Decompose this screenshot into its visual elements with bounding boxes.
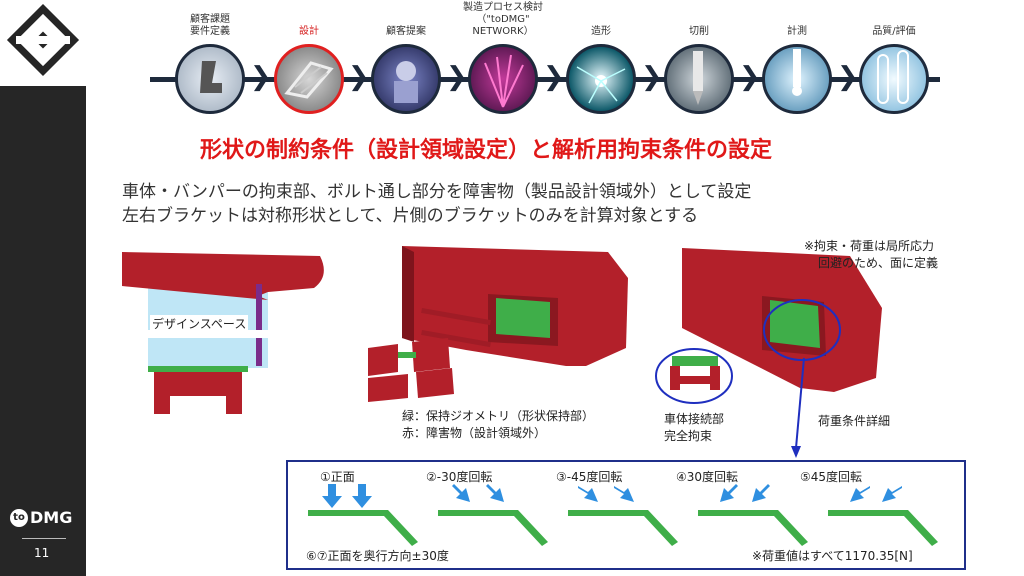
vehicle-joint-label: 車体接続部 bbox=[664, 412, 725, 426]
brand-prefix: to bbox=[10, 508, 28, 527]
chevron-right-icon: ❯ bbox=[739, 62, 761, 92]
load-cases-panel bbox=[286, 460, 966, 570]
sidebar: to DMG 11 bbox=[0, 0, 86, 576]
process-line bbox=[150, 77, 940, 82]
bracket-photo-icon bbox=[175, 44, 245, 114]
process-step-measurement: 計測 bbox=[752, 0, 842, 38]
design-space-label: デザインスペース bbox=[150, 315, 249, 334]
load-case-2-diagram bbox=[438, 484, 548, 546]
slide-title: 形状の制約条件（設計領域設定）と解析用拘束条件の設定 bbox=[200, 138, 773, 163]
chevron-right-icon: ❯ bbox=[837, 62, 859, 92]
legend-green: 緑：保持ジオメトリ（形状保持部） bbox=[402, 409, 595, 423]
legend-red: 赤：障害物（設計領域外） bbox=[402, 426, 547, 440]
process-step-design: 設計 bbox=[264, 0, 354, 38]
vehicle-joint-callout bbox=[655, 348, 733, 404]
process-step-fabrication: 造形 bbox=[556, 0, 646, 38]
load-note-line-1: ※拘束・荷重は局所応力 bbox=[804, 239, 935, 253]
divider bbox=[22, 538, 66, 539]
description-line: 車体・バンパーの拘束部、ボルト通し部分を障害物（製品設計領域外）として設定 bbox=[122, 182, 752, 202]
description: 車体・バンパーの拘束部、ボルト通し部分を障害物（製品設計領域外）として設定 左右… bbox=[122, 180, 751, 228]
laser-icon bbox=[566, 44, 636, 114]
load-case-4-diagram bbox=[698, 484, 808, 546]
test-tubes-icon bbox=[859, 44, 929, 114]
brand-logo: to DMG bbox=[10, 508, 72, 527]
load-case-label: ②-30度回転 bbox=[426, 470, 493, 484]
load-footer-left: ⑥⑦正面を奥行方向±30度 bbox=[306, 549, 449, 563]
load-case-1-diagram bbox=[308, 484, 418, 546]
chevron-right-icon: ❯ bbox=[543, 62, 565, 92]
load-case-label: ③-45度回転 bbox=[556, 470, 623, 484]
chevron-right-icon: ❯ bbox=[250, 62, 272, 92]
load-footer-right: ※荷重値はすべて1170.35[N] bbox=[752, 549, 913, 563]
load-case-label: ⑤45度回転 bbox=[800, 470, 863, 484]
load-detail-label: 荷重条件詳細 bbox=[818, 414, 891, 428]
load-note-line-2: 回避のため、面に定義 bbox=[818, 256, 939, 270]
load-case-5-diagram bbox=[828, 486, 938, 546]
diamond-logo-icon bbox=[6, 3, 80, 77]
probe-icon bbox=[762, 44, 832, 114]
company-logo bbox=[0, 0, 86, 86]
bumper-model-diagram bbox=[368, 246, 628, 402]
vr-user-icon bbox=[371, 44, 441, 114]
lattice-part-icon bbox=[274, 44, 344, 114]
step-label: 顧客提案 bbox=[386, 26, 426, 37]
load-case-label: ④30度回転 bbox=[676, 470, 739, 484]
step-label: 顧客課題 要件定義 bbox=[190, 14, 230, 37]
step-label: 製造プロセス検討 （"toDMG" NETWORK） bbox=[463, 2, 543, 37]
load-case-3-diagram bbox=[568, 486, 678, 546]
step-label: 品質/評価 bbox=[872, 26, 916, 37]
full-constraint-label: 完全拘束 bbox=[664, 429, 713, 443]
step-label: 切削 bbox=[689, 26, 709, 37]
network-icon bbox=[468, 44, 538, 114]
load-model-diagram bbox=[682, 248, 882, 392]
callout-arrow bbox=[791, 357, 805, 458]
step-label: 計測 bbox=[787, 26, 807, 37]
cutting-tool-icon bbox=[664, 44, 734, 114]
page-number: 11 bbox=[34, 546, 50, 560]
brand-name: DMG bbox=[30, 508, 73, 527]
step-label: 設計 bbox=[299, 26, 319, 37]
chevron-right-icon: ❯ bbox=[348, 62, 370, 92]
load-case-label: ①正面 bbox=[320, 470, 355, 484]
process-step-requirements: 顧客課題 要件定義 bbox=[165, 0, 255, 38]
process-step-machining: 切削 bbox=[654, 0, 744, 38]
process-step-proposal: 顧客提案 bbox=[361, 0, 451, 38]
step-label: 造形 bbox=[591, 26, 611, 37]
description-line: 左右ブラケットは対称形状として、片側のブラケットのみを計算対象とする bbox=[122, 206, 699, 226]
chevron-right-icon: ❯ bbox=[446, 62, 468, 92]
chevron-right-icon: ❯ bbox=[641, 62, 663, 92]
process-step-quality: 品質/評価 bbox=[849, 0, 939, 38]
process-step-manufacturing: 製造プロセス検討 （"toDMG" NETWORK） bbox=[458, 0, 548, 38]
